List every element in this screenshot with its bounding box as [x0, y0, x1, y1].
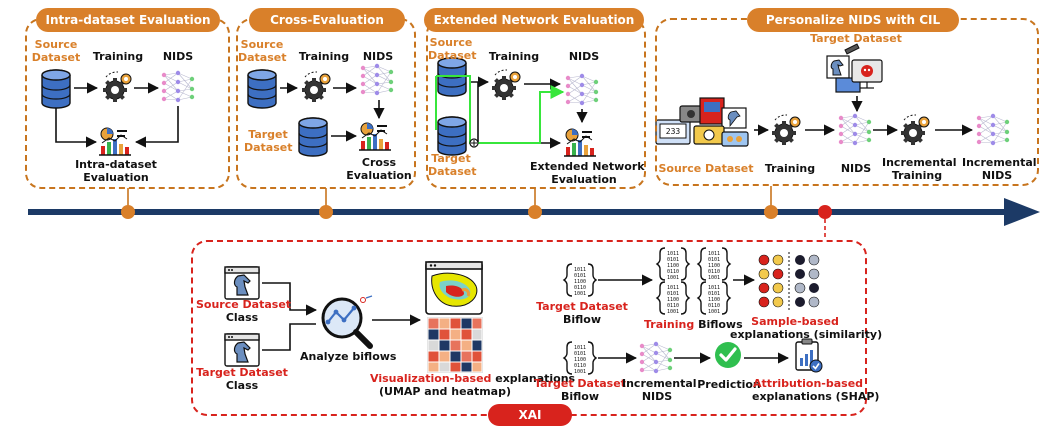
prediction-label: Prediction [697, 378, 761, 391]
cross-training-label: Training [298, 50, 350, 63]
cil-target-dataset-icon [826, 43, 883, 93]
training-biflows-label: Training Biflows [644, 318, 743, 331]
svg-text:233: 233 [666, 127, 681, 136]
cil-source-dataset-icon: 233 [655, 97, 749, 147]
umap-map-icon [425, 261, 483, 315]
intra-nids-label: NIDS [162, 50, 194, 63]
cil-nids-label: NIDS [840, 162, 872, 175]
extended-nids-label: NIDS [568, 50, 600, 63]
heatmap-icon [427, 317, 483, 373]
report-icon [795, 338, 823, 373]
intra-training-label: Training [92, 50, 144, 63]
cil-source-label: Source Dataset [658, 162, 754, 175]
analyze-biflows-label: Analyze biflows [300, 350, 397, 363]
cil-title: Personalize NIDS with CIL [747, 8, 959, 32]
visualization-explanations-label: Visualization-based explanations (UMAP a… [370, 372, 576, 398]
extended-training-label: Training [488, 50, 540, 63]
intra-dataset-title: Intra-dataset Evaluation [36, 8, 220, 32]
dot-grid-icon [758, 252, 820, 310]
extended-network-title: Extended Network Evaluation [424, 8, 644, 32]
cil-target-label: Target Dataset [810, 32, 902, 45]
xai-title: XAI [488, 404, 572, 426]
timeline [28, 198, 1040, 226]
cil-training-label: Training [764, 162, 816, 175]
timeline-marker [121, 205, 832, 219]
cross-nids-label: NIDS [362, 50, 394, 63]
magnifier-icon [321, 295, 373, 349]
cross-evaluation-title: Cross-Evaluation [249, 8, 405, 32]
checkmark-icon [715, 342, 741, 368]
